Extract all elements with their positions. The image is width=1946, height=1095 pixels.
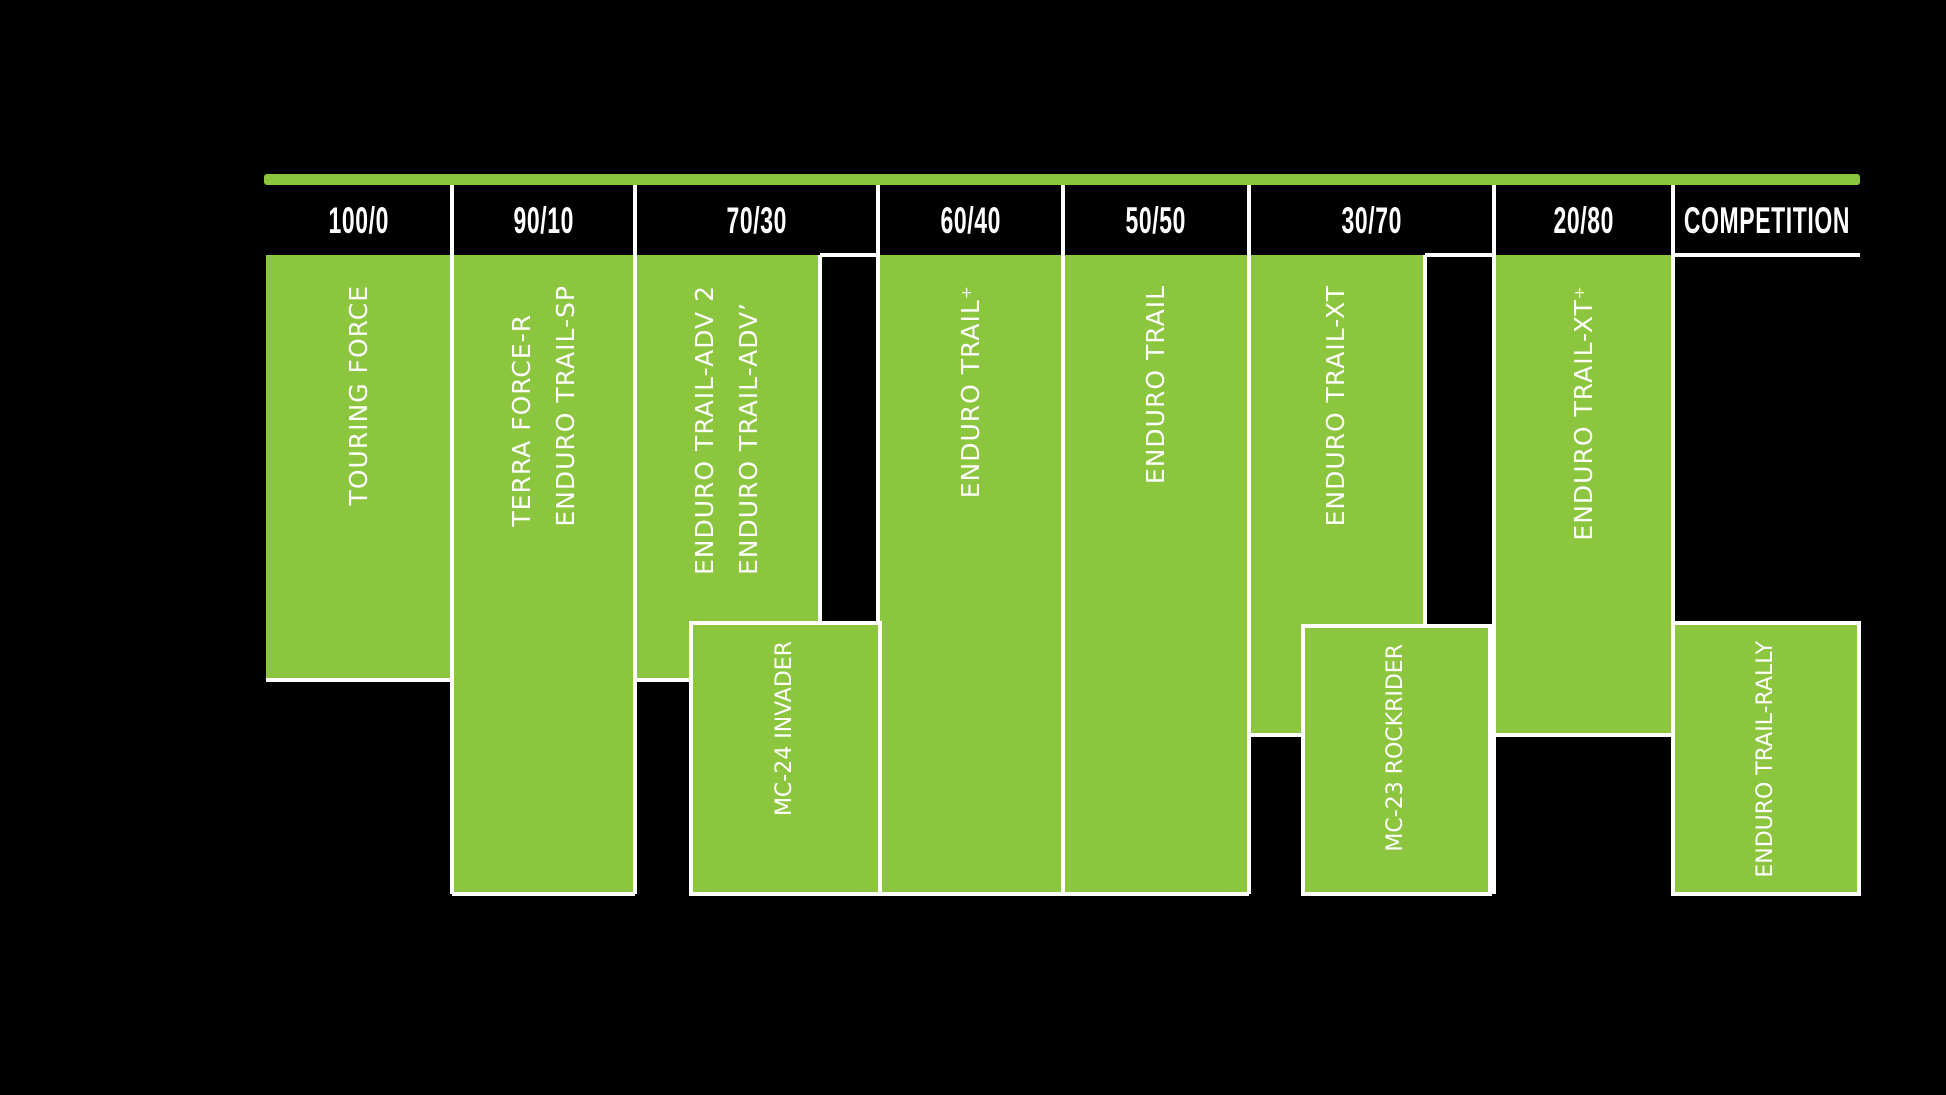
- column-separator: [1061, 185, 1065, 894]
- block-enduro-trail-adv: ENDURO TRAIL-ADV 2 ENDURO TRAIL-ADV’: [635, 255, 822, 682]
- product-name: ENDURO TRAIL⁺: [955, 285, 985, 499]
- product-name: ENDURO TRAIL-RALLY: [1752, 641, 1778, 878]
- header-ratio-100-0: 100/0: [266, 186, 452, 255]
- product-name: ENDURO TRAIL-ADV’: [733, 301, 763, 575]
- header-label: 90/10: [513, 199, 574, 241]
- block-label: MC-23 ROCKRIDER: [1305, 628, 1488, 892]
- notch-cap: [820, 253, 880, 257]
- header-label: 70/30: [726, 199, 787, 241]
- product-name: TERRA FORCE-R: [506, 313, 536, 527]
- block-label: MC-24 INVADER: [693, 625, 878, 892]
- column-separator: [1671, 185, 1675, 894]
- product-name: ENDURO TRAIL-XT: [1321, 285, 1351, 527]
- product-name: ENDURO TRAIL: [1141, 285, 1171, 485]
- header-label: 30/70: [1341, 199, 1402, 241]
- block-mc24-invader: MC-24 INVADER: [689, 621, 882, 896]
- header-label: 100/0: [328, 199, 390, 241]
- header-ratio-50-50: 50/50: [1063, 186, 1249, 255]
- header-label: 50/50: [1125, 199, 1187, 241]
- header-ratio-90-10: 90/10: [452, 186, 635, 255]
- column-separator: [1492, 185, 1496, 894]
- block-label: ENDURO TRAIL-RALLY: [1675, 625, 1857, 892]
- block-enduro-trail: ENDURO TRAIL: [1063, 255, 1249, 896]
- product-name: ENDURO TRAIL-ADV 2: [689, 285, 719, 575]
- column-separator: [876, 185, 880, 894]
- header-ratio-30-70: 30/70: [1249, 186, 1494, 255]
- block-label: ENDURO TRAIL-XT⁺: [1494, 255, 1673, 733]
- header-competition: COMPETITION: [1673, 186, 1860, 255]
- header-label: COMPETITION: [1683, 199, 1850, 241]
- product-name: TOURING FORCE: [344, 285, 374, 506]
- header-ratio-60-40: 60/40: [878, 186, 1063, 255]
- header-ratio-70-30: 70/30: [635, 186, 878, 255]
- column-separator: [450, 185, 454, 894]
- block-label: TOURING FORCE: [266, 255, 452, 678]
- notch-cap: [1425, 253, 1492, 257]
- block-label: TERRA FORCE-R ENDURO TRAIL-SP: [452, 255, 635, 892]
- block-mc23-rockrider: MC-23 ROCKRIDER: [1301, 624, 1492, 896]
- header-ratio-20-80: 20/80: [1494, 186, 1673, 255]
- block-enduro-trail-xt-plus: ENDURO TRAIL-XT⁺: [1494, 255, 1673, 737]
- product-name: MC-24 INVADER: [772, 641, 798, 817]
- block-enduro-trail-rally: ENDURO TRAIL-RALLY: [1671, 621, 1861, 896]
- block-enduro-trail-plus: ENDURO TRAIL⁺: [878, 255, 1063, 896]
- block-label: ENDURO TRAIL-ADV 2 ENDURO TRAIL-ADV’: [635, 255, 818, 678]
- column-separator: [1247, 185, 1251, 894]
- block-terra-force-r-enduro-trail-sp: TERRA FORCE-R ENDURO TRAIL-SP: [452, 255, 635, 896]
- header-label: 60/40: [940, 199, 1001, 241]
- competition-top-line: [1671, 253, 1860, 257]
- product-name: MC-23 ROCKRIDER: [1383, 644, 1409, 852]
- product-name: ENDURO TRAIL-XT⁺: [1568, 285, 1598, 541]
- block-touring-force: TOURING FORCE: [266, 255, 452, 682]
- block-label: ENDURO TRAIL⁺: [878, 255, 1063, 892]
- product-name: ENDURO TRAIL-SP: [550, 285, 580, 527]
- header-label: 20/80: [1553, 199, 1614, 241]
- block-label: ENDURO TRAIL: [1063, 255, 1249, 892]
- top-accent-bar: [264, 174, 1860, 185]
- column-separator: [633, 185, 637, 894]
